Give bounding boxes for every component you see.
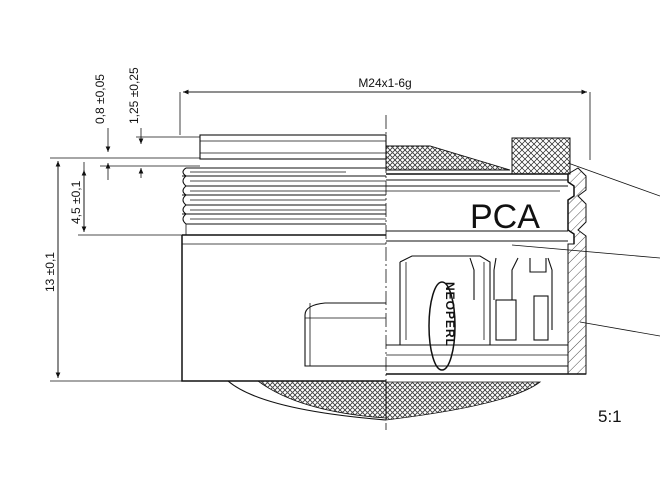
dimension-lines bbox=[50, 89, 591, 382]
leader-lines bbox=[511, 162, 660, 337]
overall-height-label: 13 ±0,1 bbox=[43, 252, 57, 292]
offset-0-8-label: 0,8 ±0,05 bbox=[93, 74, 107, 124]
thread-depth-label: 4,5 ±0,1 bbox=[69, 180, 83, 224]
part-type-label: PCA bbox=[470, 198, 540, 236]
section-view bbox=[385, 137, 587, 421]
scale-label: 5:1 bbox=[598, 407, 622, 426]
thread-spec-label: M24x1-6g bbox=[358, 76, 411, 90]
brand-label: NEOPERL bbox=[443, 282, 457, 347]
offset-1-25-label: 1,25 ±0,25 bbox=[127, 67, 141, 124]
exterior-view bbox=[181, 134, 387, 421]
